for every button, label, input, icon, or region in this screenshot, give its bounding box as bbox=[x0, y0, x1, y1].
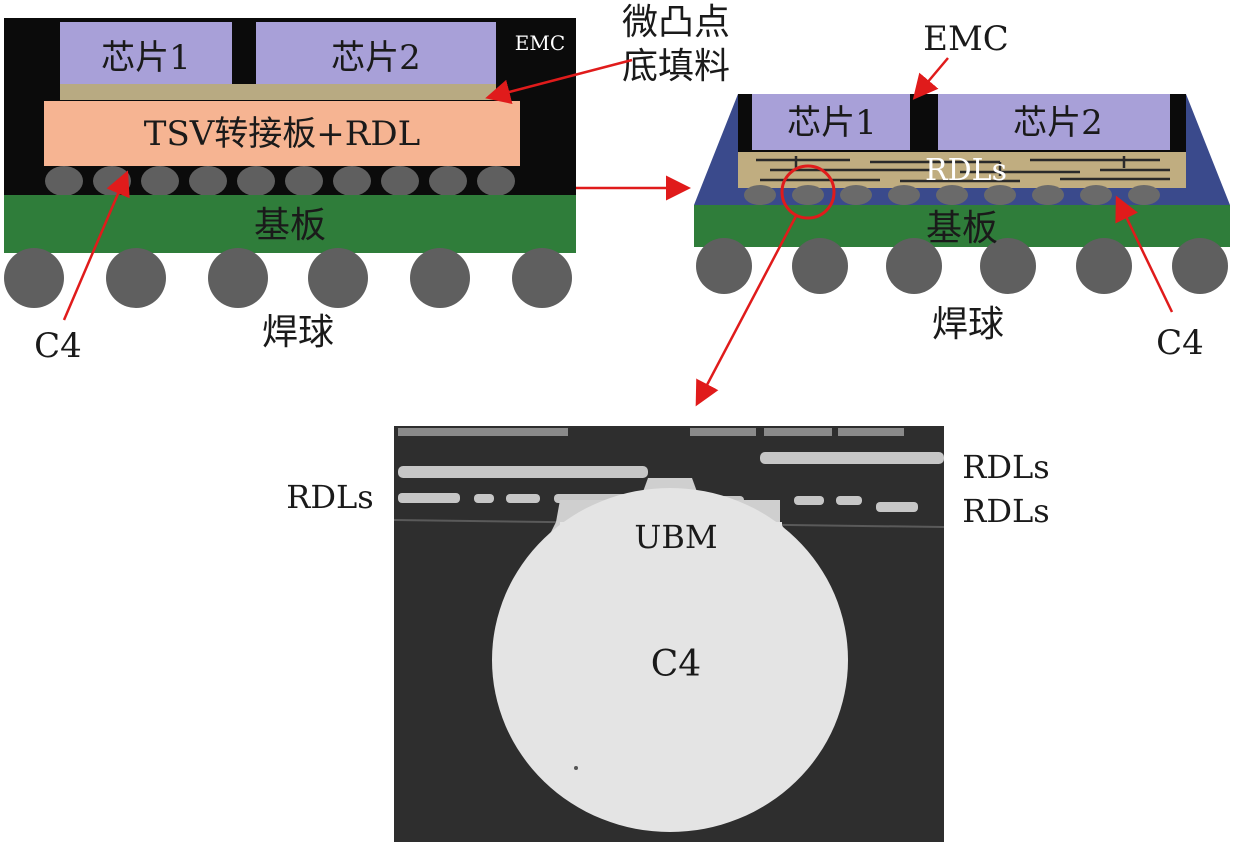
right-rdl-traces bbox=[756, 156, 1170, 183]
sem-c4-label: C4 bbox=[651, 644, 701, 685]
sem-rdl-lower-left bbox=[398, 493, 460, 503]
right-emc-label: EMC bbox=[923, 19, 1009, 59]
left-chip-2-label: 芯片2 bbox=[331, 38, 421, 78]
right-solder-ball-label: 焊球 bbox=[932, 304, 1004, 345]
left-substrate-label: 基板 bbox=[254, 205, 326, 246]
cross-section-rdls-right-top-label: RDLs bbox=[962, 448, 1049, 486]
sem-rdl-upper-right bbox=[760, 452, 944, 464]
sem-c4-ball bbox=[492, 488, 848, 832]
sem-ubm-label: UBM bbox=[634, 518, 717, 556]
zoom-highlight-circle bbox=[780, 164, 836, 220]
cross-section-rdls-right-bottom-label: RDLs bbox=[962, 492, 1049, 530]
left-interposer-label: TSV转接板+RDL bbox=[144, 114, 420, 154]
right-chip-1 bbox=[752, 94, 910, 150]
right-chip-2-label: 芯片2 bbox=[1013, 103, 1103, 143]
arrow-microbump bbox=[485, 58, 633, 105]
microbump-label-line2: 底填料 bbox=[622, 46, 730, 87]
sem-rdl-upper-left bbox=[398, 466, 648, 478]
right-c4-bumps bbox=[744, 185, 1160, 205]
cross-section-rdls-left-label: RDLs bbox=[286, 478, 373, 516]
left-solder-balls bbox=[4, 248, 572, 308]
microbump-label-line1: 微凸点 bbox=[622, 2, 730, 43]
right-substrate-label: 基板 bbox=[926, 208, 998, 249]
right-chip-2 bbox=[938, 94, 1170, 150]
right-chip-1-label: 芯片1 bbox=[787, 103, 877, 143]
right-solder-balls bbox=[696, 238, 1228, 294]
left-package: 芯片1 芯片2 EMC TSV转接板+RDL 基板 C4 焊球 bbox=[4, 18, 576, 366]
left-underfill bbox=[60, 84, 496, 100]
arrow-left-c4 bbox=[62, 170, 130, 321]
left-chip-1-label: 芯片1 bbox=[101, 38, 191, 78]
right-package: EMC 芯片1 芯片2 RDLs 基板 焊球 C4 bbox=[694, 19, 1230, 363]
left-emc-label: EMC bbox=[515, 31, 565, 55]
cross-section-image: UBM C4 bbox=[393, 426, 945, 842]
left-solder-ball-label: 焊球 bbox=[262, 312, 334, 353]
right-c4-label: C4 bbox=[1156, 323, 1204, 363]
left-interposer bbox=[44, 101, 520, 166]
arrow-right-emc bbox=[912, 57, 949, 100]
right-rdls-label: RDLs bbox=[925, 153, 1007, 188]
annotation-arrows bbox=[62, 57, 1174, 407]
left-substrate bbox=[4, 195, 576, 253]
arrow-right-c4 bbox=[1115, 195, 1174, 313]
left-c4-label: C4 bbox=[34, 326, 82, 366]
left-chip-2 bbox=[256, 22, 496, 84]
arrow-zoom bbox=[695, 215, 798, 407]
left-chip-1 bbox=[60, 22, 232, 84]
